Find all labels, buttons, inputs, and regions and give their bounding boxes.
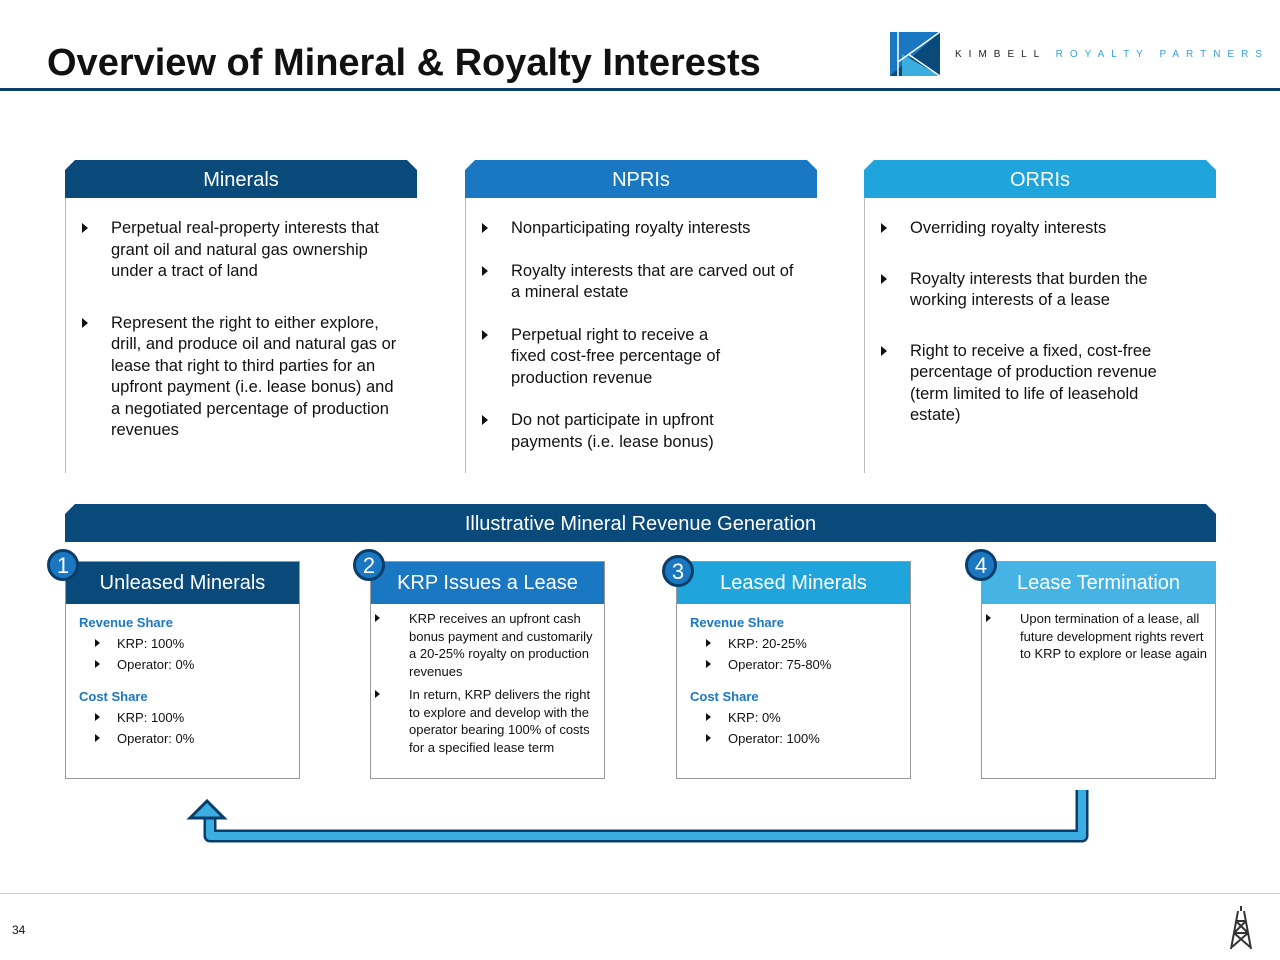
step-unleased-minerals: Unleased Minerals Revenue Share KRP: 100… [65,561,300,779]
column-minerals: Minerals Perpetual real-property interes… [65,160,417,473]
bullet: Upon termination of a lease, all future … [982,610,1215,663]
title-rule [0,88,1280,91]
bullet: Operator: 100% [690,730,910,748]
bullet: Perpetual right to receive a fixed cost-… [482,325,797,390]
footer-rule [0,893,1280,894]
step-krp-issues-lease: KRP Issues a Lease KRP receives an upfro… [370,561,605,779]
step-number-badge: 2 [353,549,385,581]
cost-share-label: Cost Share [690,689,759,704]
column-npris: NPRIs Nonparticipating royalty interests… [465,160,817,473]
bullet: KRP: 100% [79,635,299,653]
revenue-share-label: Revenue Share [690,615,784,630]
bullet: KRP: 0% [690,709,910,727]
bullet: Overriding royalty interests [881,218,1176,240]
bullet: Royalty interests that are carved out of… [482,261,797,304]
column-header: NPRIs [465,160,817,198]
bullet: Do not participate in upfront payments (… [482,410,797,453]
logo: KIMBELL ROYALTY PARTNERS [890,32,1262,76]
bullet: Operator: 75-80% [690,656,910,674]
bullet: Nonparticipating royalty interests [482,218,797,240]
bullet: KRP: 100% [79,709,299,727]
logo-mark-icon [890,32,940,76]
step-number-badge: 4 [965,549,997,581]
column-header: ORRIs [864,160,1216,198]
step-number-badge: 3 [662,555,694,587]
oil-derrick-icon [1230,906,1252,950]
page-title: Overview of Mineral & Royalty Interests [47,42,761,84]
step-header: Unleased Minerals [66,562,299,604]
bullet: Perpetual real-property interests that g… [82,218,407,283]
bullet: Represent the right to either explore, d… [82,313,407,442]
column-header: Minerals [65,160,417,198]
column-orris: ORRIs Overriding royalty interests Royal… [864,160,1216,473]
bullet: Operator: 0% [79,656,299,674]
bullet: Operator: 0% [79,730,299,748]
cost-share-label: Cost Share [79,689,148,704]
step-leased-minerals: Leased Minerals Revenue Share KRP: 20-25… [676,561,911,779]
step-number-badge: 1 [47,549,79,581]
bullet: In return, KRP delivers the right to exp… [371,686,604,756]
step-header: Lease Termination [982,562,1215,604]
bullet: Right to receive a fixed, cost-free perc… [881,341,1176,427]
logo-word-kimbell: KIMBELL [955,49,1046,60]
step-lease-termination: Lease Termination Upon termination of a … [981,561,1216,779]
step-header: Leased Minerals [677,562,910,604]
page-number: 34 [12,923,26,937]
bullet: KRP: 20-25% [690,635,910,653]
bullet: Royalty interests that burden the workin… [881,269,1176,312]
bullet: KRP receives an upfront cash bonus payme… [371,610,604,680]
revenue-share-label: Revenue Share [79,615,173,630]
step-header: KRP Issues a Lease [371,562,604,604]
section-banner: Illustrative Mineral Revenue Generation [65,504,1216,542]
logo-word-rp: ROYALTY PARTNERS [1055,49,1269,60]
